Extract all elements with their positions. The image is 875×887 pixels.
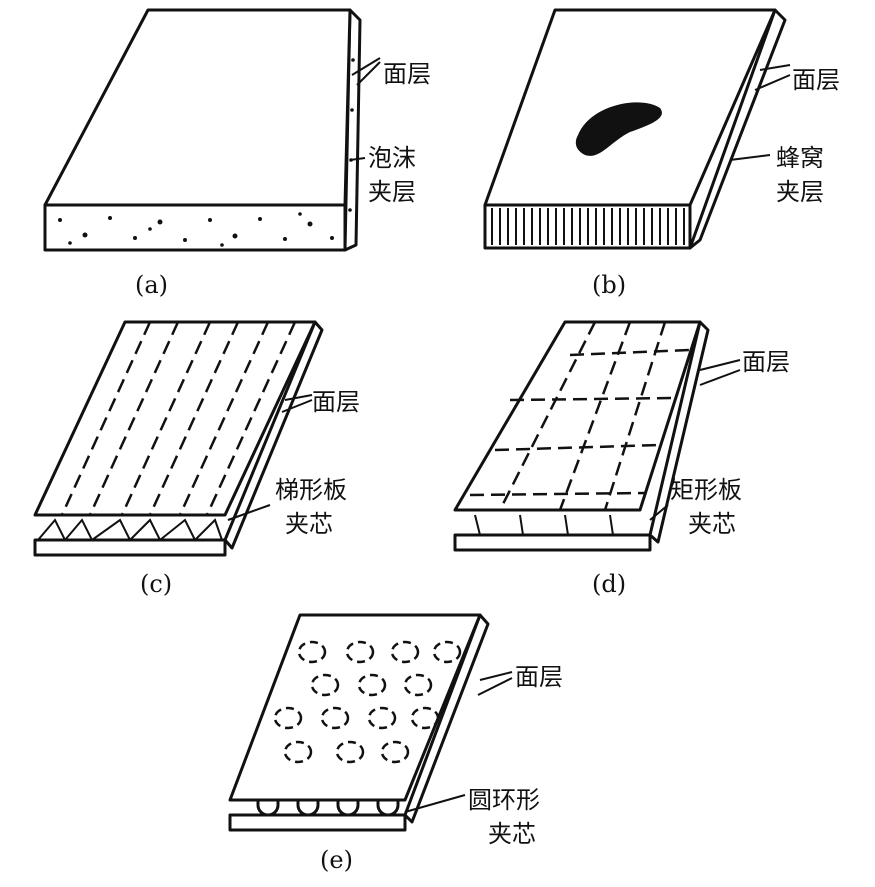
caption: (e) bbox=[320, 846, 353, 874]
caption: (a) bbox=[135, 271, 168, 299]
panel-a-foam-sandwich: 面层 泡沫 夹层 (a) bbox=[43, 8, 431, 299]
ring-outlines bbox=[273, 640, 462, 764]
caption: (c) bbox=[140, 570, 172, 598]
face-layer-label: 面层 bbox=[792, 66, 840, 94]
honeycomb-cells bbox=[491, 208, 685, 245]
face-layer-label: 面层 bbox=[742, 348, 790, 376]
face-layer-label: 面层 bbox=[515, 663, 563, 691]
core-label-line2: 夹芯 bbox=[488, 820, 536, 848]
face-layer-label: 面层 bbox=[383, 60, 431, 88]
panel-e-ring-core: 面层 圆环形 夹芯 (e) bbox=[228, 613, 563, 874]
core-label-line1: 梯形板 bbox=[275, 476, 347, 504]
core-label-line1: 泡沫 bbox=[368, 144, 416, 172]
core-label-line2: 夹芯 bbox=[688, 510, 736, 538]
core-label-line1: 蜂窝 bbox=[776, 144, 824, 172]
caption: (d) bbox=[592, 570, 626, 598]
honeycomb-cutout bbox=[575, 102, 662, 156]
core-label-line1: 矩形板 bbox=[670, 476, 742, 504]
panel-c-trapezoid-core: 面层 梯形板 夹芯 (c) bbox=[33, 320, 360, 598]
face-layer-label: 面层 bbox=[312, 388, 360, 416]
panel-d-rectangular-core: 面层 矩形板 夹芯 (d) bbox=[453, 320, 790, 598]
foam-dots bbox=[58, 58, 355, 247]
core-label-line2: 夹层 bbox=[776, 178, 824, 206]
core-label-line2: 夹芯 bbox=[285, 510, 333, 538]
caption: (b) bbox=[592, 271, 626, 299]
panel-b-honeycomb-sandwich: 面层 蜂窝 夹层 (b) bbox=[483, 8, 840, 299]
core-label-line1: 圆环形 bbox=[468, 786, 540, 814]
core-label-line2: 夹层 bbox=[368, 178, 416, 206]
